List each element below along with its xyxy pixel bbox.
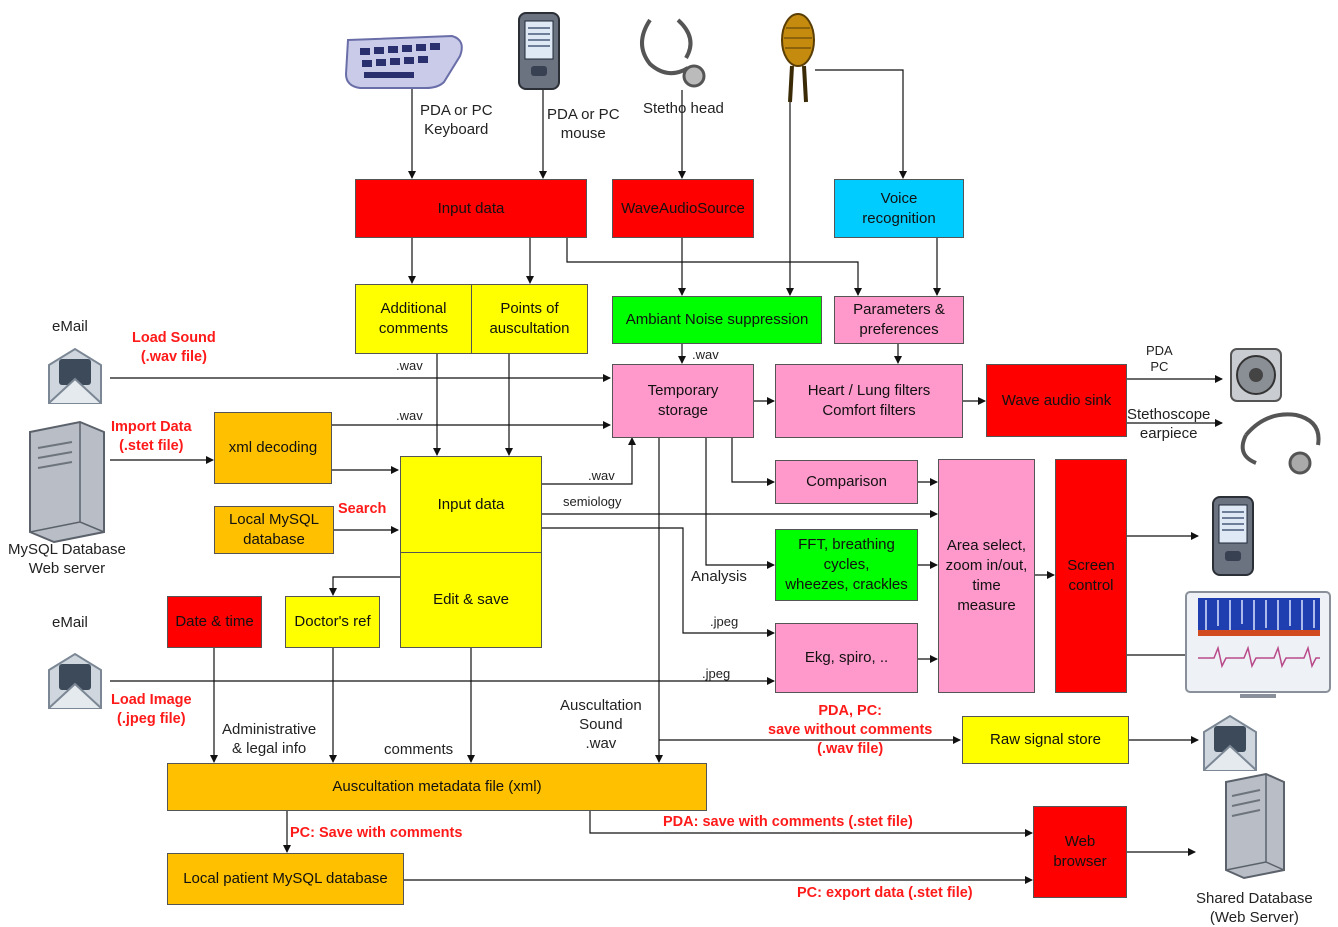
- input-data-top-box: Input data: [355, 179, 587, 238]
- voice-recognition-box: Voice recognition: [834, 179, 964, 238]
- edit-and-save-box: Edit & save: [400, 552, 542, 648]
- local-patient-mysql-database-box: Local patient MySQL database: [167, 853, 404, 905]
- administrative-legal-info-label: Administrative & legal info: [222, 721, 317, 757]
- wav-label-2: .wav: [692, 347, 719, 362]
- stetho-head-label: Stetho head: [643, 100, 724, 117]
- points-of-auscultation-box: Points of auscultation: [471, 284, 588, 354]
- wave-audio-sink-box: Wave audio sink: [986, 364, 1127, 437]
- pda-save-with-comments-note: PDA: save with comments (.stet file): [663, 814, 913, 830]
- stethoscope-icon: [640, 18, 706, 88]
- analysis-label: Analysis: [691, 568, 747, 585]
- temporary-storage-box: Temporary storage: [612, 364, 754, 438]
- email-icon: [48, 652, 102, 709]
- area-select-box: Area select, zoom in/out, time measure: [938, 459, 1035, 693]
- comments-label: comments: [384, 741, 454, 758]
- load-image-note: Load Image (.jpeg file): [111, 692, 192, 727]
- ambiant-noise-suppression-box: Ambiant Noise suppression: [612, 296, 822, 344]
- raw-signal-store-box: Raw signal store: [962, 716, 1129, 764]
- shared-database-label: Shared Database (Web Server): [1196, 890, 1313, 926]
- pc-save-with-comments-note: PC: Save with comments: [290, 825, 463, 841]
- local-mysql-database-box: Local MySQL database: [214, 506, 334, 554]
- spectrogram-monitor-icon: [1185, 591, 1331, 698]
- additional-comments-box: Additional comments: [355, 284, 472, 354]
- fft-analysis-box: FFT, breathing cycles, wheezes, crackles: [775, 529, 918, 601]
- mysql-web-server-label: MySQL Database Web server: [8, 541, 126, 577]
- date-time-box: Date & time: [167, 596, 262, 648]
- ekg-spiro-box: Ekg, spiro, ..: [775, 623, 918, 693]
- doctors-ref-box: Doctor's ref: [285, 596, 380, 648]
- screen-control-box: Screen control: [1055, 459, 1127, 693]
- load-sound-note: Load Sound (.wav file): [132, 330, 216, 365]
- server-icon: [29, 420, 105, 543]
- comparison-box: Comparison: [775, 460, 918, 504]
- stethoscope-earpiece-icon: [1240, 412, 1321, 475]
- pda-icon: [518, 12, 560, 90]
- pc-export-data-note: PC: export data (.stet file): [797, 885, 973, 901]
- parameters-preferences-box: Parameters & preferences: [834, 296, 964, 344]
- wav-label-3: .wav: [396, 408, 423, 423]
- speaker-icon: [1230, 348, 1282, 402]
- heart-lung-filters-box: Heart / Lung filters Comfort filters: [775, 364, 963, 438]
- pda-pc-save-without-comments-note: PDA, PC: save without comments (.wav fil…: [768, 703, 933, 757]
- semiology-label: semiology: [563, 494, 622, 509]
- pda-pc-output-label: PDA PC: [1146, 343, 1173, 374]
- pda-pc-mouse-label: PDA or PC mouse: [547, 106, 620, 142]
- keyboard-icon: [344, 34, 463, 89]
- email-icon: [48, 347, 102, 404]
- jpeg-label-1: .jpeg: [710, 614, 739, 629]
- pda-display-icon: [1212, 496, 1254, 576]
- shared-server-icon: [1225, 772, 1285, 880]
- search-note: Search: [338, 501, 387, 517]
- jpeg-label-2: .jpeg: [702, 666, 731, 681]
- auscultation-sound-label: Auscultation Sound .wav: [560, 697, 642, 752]
- stethoscope-earpiece-label: Stethoscope earpiece: [1127, 406, 1211, 442]
- email-label-2: eMail: [52, 614, 88, 631]
- wave-audio-source-box: WaveAudioSource: [612, 179, 754, 238]
- auscultation-metadata-file-box: Auscultation metadata file (xml): [167, 763, 707, 811]
- input-data-mid-box: Input data: [400, 456, 542, 553]
- pda-pc-keyboard-label: PDA or PC Keyboard: [420, 102, 493, 138]
- microphone-icon: [781, 13, 815, 103]
- email-label-1: eMail: [52, 318, 88, 335]
- email-icon: [1203, 714, 1257, 771]
- import-data-note: Import Data (.stet file): [111, 419, 192, 454]
- wav-label-4: .wav: [588, 468, 615, 483]
- wav-label-1: .wav: [396, 358, 423, 373]
- xml-decoding-box: xml decoding: [214, 412, 332, 484]
- web-browser-box: Web browser: [1033, 806, 1127, 898]
